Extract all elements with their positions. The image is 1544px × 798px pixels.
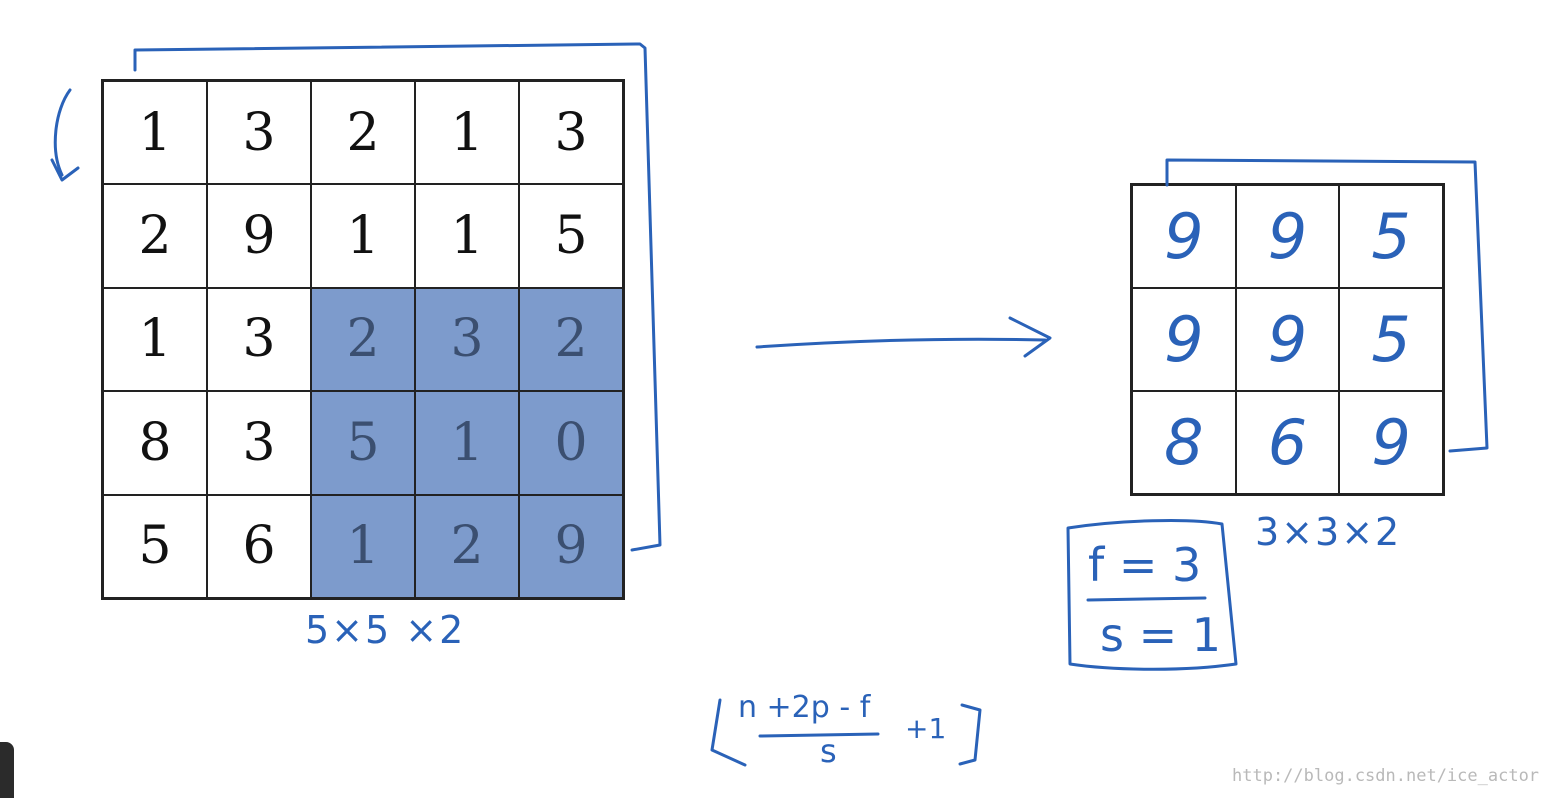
output-dims-label: 3×3×2 <box>1255 510 1402 554</box>
input-cell-0-4: 3 <box>519 81 623 185</box>
input-cell-3-4: 0 <box>519 391 623 495</box>
input-cell-4-3: 2 <box>415 494 519 598</box>
input-cell-3-3: 1 <box>415 391 519 495</box>
output-cell-0-0: 9 <box>1132 185 1236 288</box>
input-cell-1-2: 1 <box>311 184 415 288</box>
output-cell-0-1: 9 <box>1235 185 1340 288</box>
filter-size-label: f = 3 <box>1088 538 1202 592</box>
arrow-head <box>1008 316 1052 358</box>
watermark-url: http://blog.csdn.net/ice_actor <box>1232 766 1540 786</box>
corner-tab <box>0 742 14 798</box>
input-cell-3-2: 5 <box>311 391 415 495</box>
input-cell-4-4: 9 <box>519 494 623 598</box>
input-cell-3-1: 3 <box>207 391 311 495</box>
input-cell-3-0: 8 <box>103 391 207 495</box>
input-cell-2-2: 2 <box>311 287 415 392</box>
input-cell-1-1: 9 <box>207 184 311 288</box>
input-cell-1-3: 1 <box>415 184 519 288</box>
output-depth-bracket <box>1165 158 1489 453</box>
output-cell-2-0: 8 <box>1132 391 1236 494</box>
output-cell-1-1: 9 <box>1235 288 1340 391</box>
formula-numerator: n +2p - f <box>738 690 871 725</box>
input-cell-0-1: 3 <box>207 81 311 185</box>
rotation-arrow <box>50 88 80 182</box>
input-cell-0-0: 1 <box>103 81 207 185</box>
input-cell-1-0: 2 <box>103 184 207 288</box>
input-depth-bracket <box>133 42 662 552</box>
input-cell-4-0: 5 <box>103 494 207 598</box>
input-cell-4-1: 6 <box>207 494 311 598</box>
formula-denominator: s <box>820 732 837 770</box>
formula-plus-one: +1 <box>905 712 947 745</box>
input-cell-2-1: 3 <box>207 287 311 392</box>
output-cell-1-2: 5 <box>1339 288 1443 391</box>
output-cell-2-1: 6 <box>1235 391 1340 494</box>
params-divider <box>1086 596 1207 602</box>
input-cell-2-0: 1 <box>103 287 207 392</box>
input-cell-4-2: 1 <box>311 494 415 598</box>
arrow-shaft <box>755 337 1047 349</box>
input-cell-0-2: 2 <box>311 81 415 185</box>
output-cell-2-2: 9 <box>1339 391 1443 494</box>
floor-bracket-right <box>958 703 982 766</box>
stride-label: s = 1 <box>1100 608 1222 662</box>
floor-bracket-left <box>710 698 747 767</box>
output-cell-0-2: 5 <box>1339 185 1443 288</box>
input-cell-2-3: 3 <box>415 287 519 392</box>
formula-bar <box>758 732 880 738</box>
output-cell-1-0: 9 <box>1132 288 1236 391</box>
input-cell-0-3: 1 <box>415 81 519 185</box>
input-cell-2-4: 2 <box>519 287 623 392</box>
params-box <box>1066 519 1238 671</box>
input-dims-label: 5×5 ×2 <box>305 608 466 652</box>
input-cell-1-4: 5 <box>519 184 623 288</box>
